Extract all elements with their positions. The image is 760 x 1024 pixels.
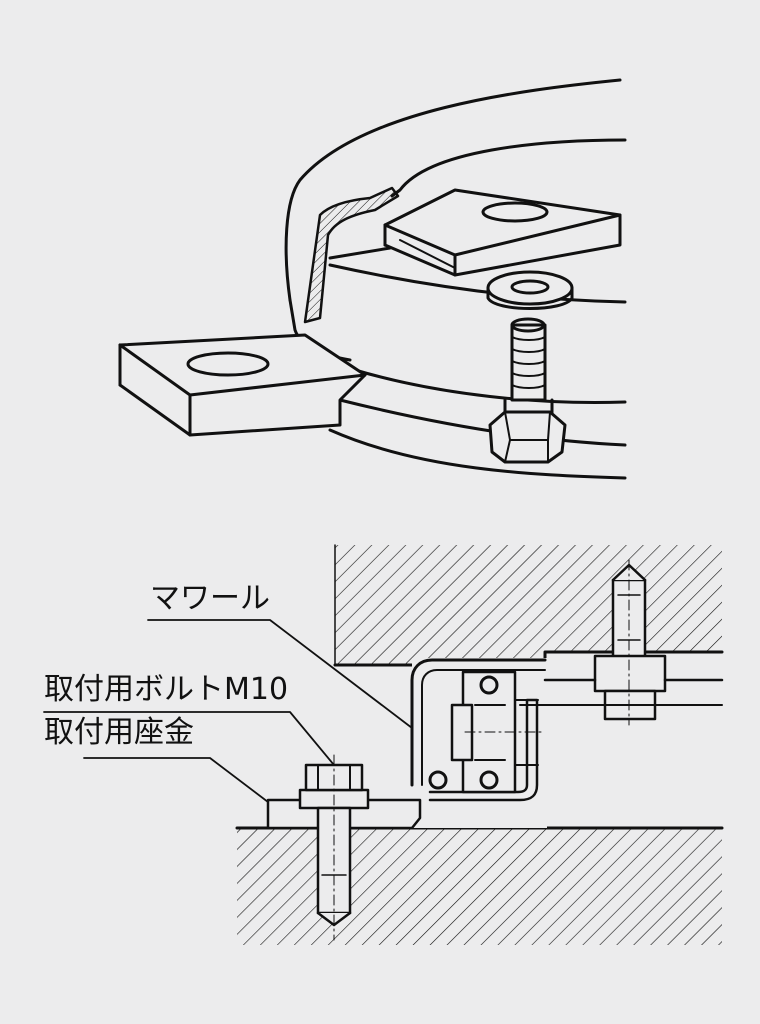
section-view: [43, 544, 724, 945]
platform-top-line: [328, 246, 392, 260]
base-inner-rim: [390, 138, 627, 198]
bearing: [450, 670, 546, 794]
label-mawaru: マワール: [150, 581, 270, 616]
leader-washer: [83, 757, 269, 803]
label-mounting-bolt: 取付用ボルトM10: [44, 672, 289, 707]
bolt: [488, 317, 567, 464]
base-arc-3: [353, 368, 627, 405]
leader-bolt: [43, 711, 335, 766]
base-arc-2: [328, 428, 627, 480]
section-wall: [303, 186, 400, 324]
steel-ball: [428, 770, 448, 790]
leader-mawaru: [147, 619, 413, 729]
lower-bolt: [298, 754, 370, 941]
turntable-perspective-view: [118, 78, 627, 480]
label-mounting-washer: 取付用座金: [44, 715, 194, 750]
base-arc-1: [338, 398, 627, 447]
washer: [486, 270, 574, 310]
mounting-plate-right: [383, 188, 622, 277]
upper-block: [335, 545, 722, 665]
hex-head: [488, 410, 567, 464]
slot-hole: [186, 351, 270, 377]
mounting-plate-left: [118, 333, 367, 437]
slot-hole: [481, 201, 549, 223]
housing: [410, 658, 547, 787]
top-bolt: [519, 559, 724, 726]
inner-platform-line: [328, 263, 627, 304]
lower-base: [237, 828, 722, 945]
base-outer-rim: [284, 78, 622, 302]
